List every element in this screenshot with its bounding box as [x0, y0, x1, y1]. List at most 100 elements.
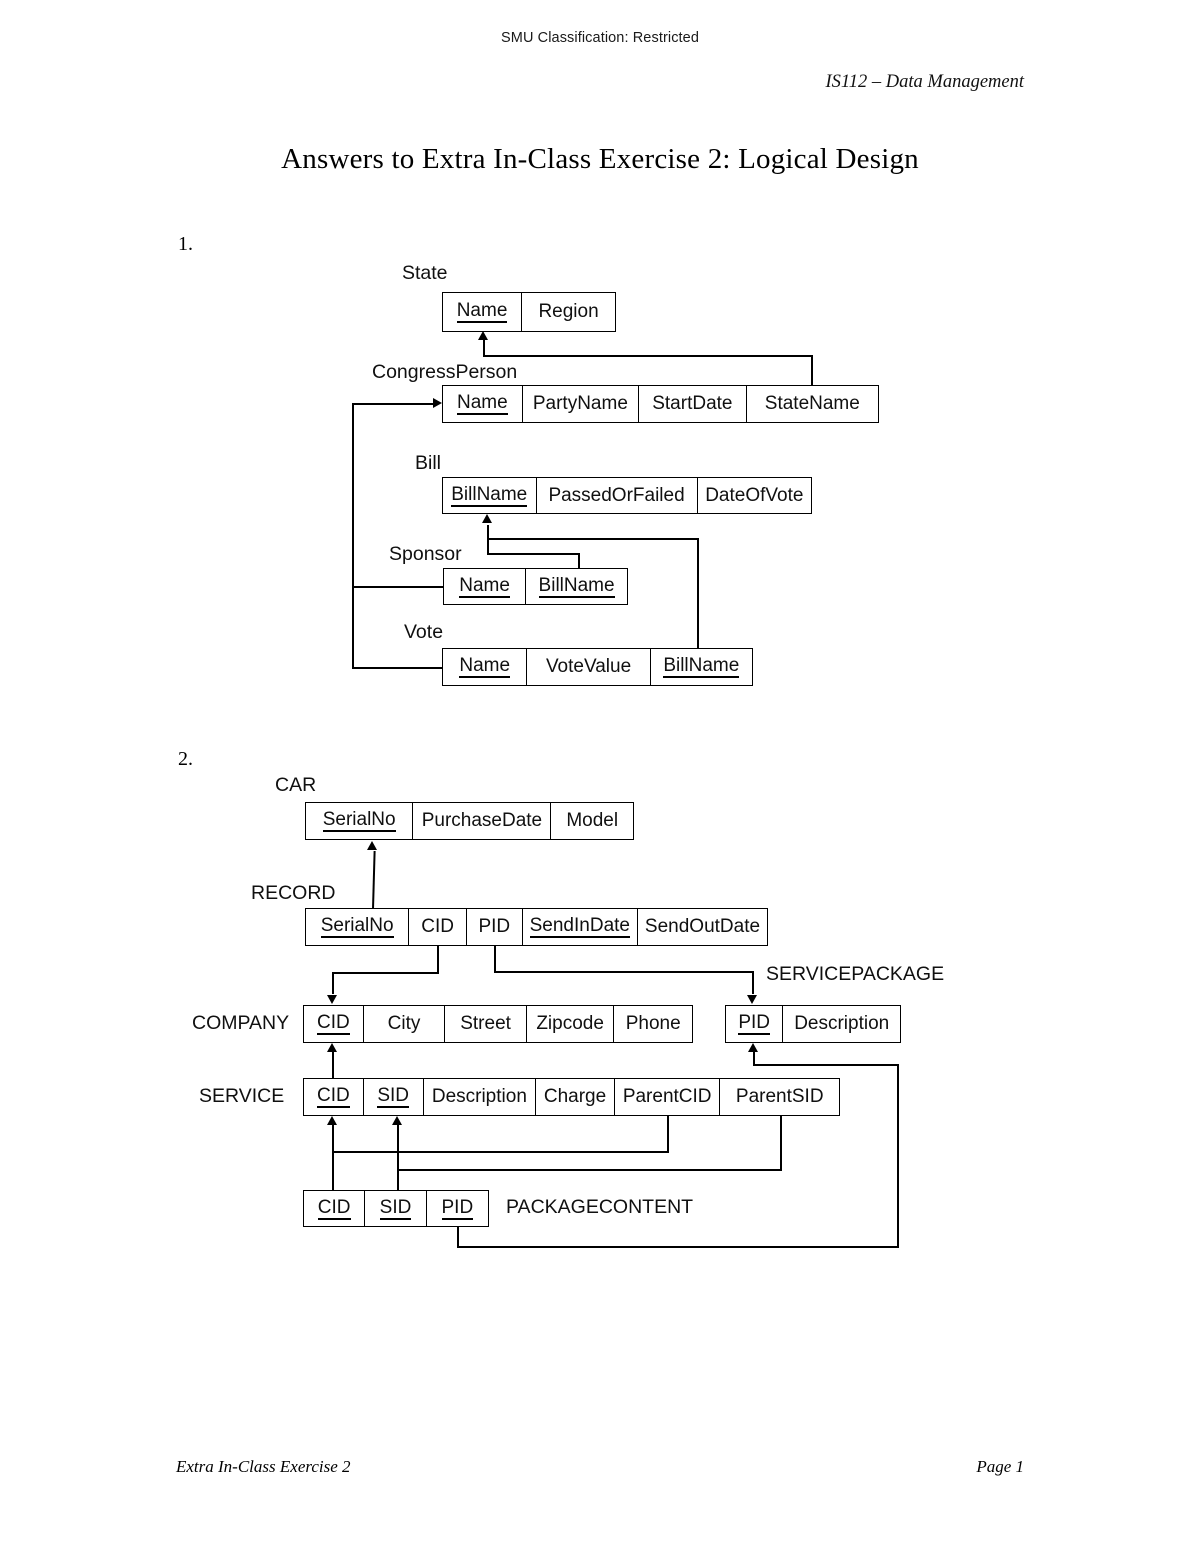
- relation-packagecontent: CID SID PID: [303, 1190, 489, 1227]
- fk-arrow-car-serialno: [367, 841, 377, 850]
- relation-label-company: COMPANY: [192, 1012, 290, 1034]
- attr-state-region: Region: [538, 301, 599, 322]
- fk-arrow-service-cid: [327, 1116, 337, 1125]
- attr-car-purchasedate: PurchaseDate: [413, 803, 552, 839]
- relation-label-record: RECORD: [251, 882, 336, 904]
- attr-record-cid: CID: [409, 909, 467, 945]
- fk-wire-pc-pid-h1: [753, 1064, 899, 1066]
- fk-arrow-bill-billname-1: [482, 514, 492, 523]
- relation-label-service: SERVICE: [199, 1085, 285, 1107]
- attr-vote-votevalue: VoteValue: [527, 649, 651, 685]
- attr-cp-name: Name: [443, 386, 523, 422]
- attr-cp-startdate: StartDate: [639, 386, 747, 422]
- fk-wire-sponsor-bill-v1: [578, 553, 580, 569]
- relation-label-bill: Bill: [415, 452, 442, 474]
- attr-sponsor-billname: BillName: [538, 574, 615, 598]
- relation-service: CID SID Description Charge ParentCID Par…: [303, 1078, 840, 1116]
- course-header: IS112 – Data Management: [825, 72, 1025, 92]
- fk-arrow-servicepackage-pid-bottom: [748, 1043, 758, 1052]
- fk-wire-cpname-h-sponsor: [352, 586, 444, 588]
- fk-wire-statename-v1: [811, 355, 813, 386]
- fk-arrow-service-sid: [392, 1116, 402, 1125]
- attr-pc-sid: SID: [365, 1191, 427, 1226]
- relation-vote: Name VoteValue BillName: [442, 648, 753, 686]
- attr-vote-billname: BillName: [663, 655, 740, 678]
- fk-wire-pc-sid-v: [397, 1125, 399, 1191]
- relation-congressperson: Name PartyName StartDate StateName: [442, 385, 879, 423]
- attr-record-sendoutdate: SendOutDate: [644, 916, 761, 937]
- attr-vote-name: Name: [443, 649, 528, 685]
- attr-service-sid: SID: [364, 1079, 424, 1115]
- relation-label-car: CAR: [275, 774, 317, 796]
- fk-wire-record-cid-h: [332, 972, 439, 974]
- fk-wire-record-pid-v1: [494, 946, 496, 972]
- question-number-2: 2.: [178, 748, 193, 770]
- question-number-1: 1.: [178, 233, 193, 255]
- fk-wire-pc-pid-v2: [897, 1064, 899, 1247]
- relation-label-congressperson: CongressPerson: [372, 361, 518, 383]
- relation-label-packagecontent: PACKAGECONTENT: [506, 1196, 694, 1218]
- fk-wire-parentsid-h: [397, 1169, 782, 1171]
- relation-servicepackage: PID Description: [725, 1005, 901, 1043]
- relation-car: SerialNo PurchaseDate Model: [305, 802, 634, 840]
- fk-wire-record-pid-h: [494, 971, 753, 973]
- fk-wire-cpname-v: [352, 403, 354, 668]
- attr-record-serialno: SerialNo: [306, 909, 410, 945]
- fk-wire-parentcid-v1: [667, 1116, 669, 1152]
- attr-pc-cid: CID: [304, 1191, 366, 1226]
- relation-label-servicepackage: SERVICEPACKAGE: [766, 963, 945, 985]
- classification-banner: SMU Classification: Restricted: [501, 30, 699, 46]
- fk-wire-pc-cid-v: [332, 1125, 334, 1191]
- fk-wire-vote-bill-v1: [697, 538, 699, 649]
- attr-cp-partyname: PartyName: [523, 386, 640, 422]
- attr-service-description: Description: [424, 1079, 537, 1115]
- attr-record-sendindate: SendInDate: [523, 909, 638, 945]
- attr-bill-billname: BillName: [443, 478, 537, 513]
- fk-wire-cpname-h-top: [352, 403, 434, 405]
- relation-state: Name Region: [442, 292, 616, 332]
- fk-wire-statename-v2: [483, 340, 485, 356]
- attr-bill-passedorfailed: PassedOrFailed: [537, 478, 698, 513]
- attr-service-charge: Charge: [536, 1079, 615, 1115]
- attr-company-cid: CID: [304, 1006, 364, 1042]
- attr-car-serialno: SerialNo: [306, 803, 414, 839]
- fk-wire-pc-pid-v1: [753, 1052, 755, 1065]
- fk-arrow-servicepackage-pid-top: [747, 995, 757, 1004]
- fk-wire-parentcid-h: [332, 1151, 669, 1153]
- attr-company-city: City: [364, 1006, 446, 1042]
- fk-wire-sponsor-bill-h: [487, 553, 580, 555]
- relation-sponsor: Name BillName: [443, 568, 628, 605]
- attr-sp-pid: PID: [726, 1006, 784, 1042]
- relation-bill: BillName PassedOrFailed DateOfVote: [442, 477, 812, 514]
- attr-cp-statename: StateName: [764, 393, 860, 414]
- page-footer: Extra In-Class Exercise 2 Page 1: [176, 1457, 1024, 1481]
- attr-bill-dateofvote: DateOfVote: [705, 484, 804, 506]
- fk-wire-pc-pid-v3: [457, 1226, 459, 1247]
- attr-service-parentcid: ParentCID: [615, 1079, 721, 1115]
- attr-company-zipcode: Zipcode: [527, 1006, 615, 1042]
- relation-record: SerialNo CID PID SendInDate SendOutDate: [305, 908, 768, 946]
- page-title: Answers to Extra In-Class Exercise 2: Lo…: [281, 143, 919, 175]
- fk-wire-parentsid-v1: [780, 1116, 782, 1170]
- fk-arrow-state-name: [478, 331, 488, 340]
- attr-sponsor-name: Name: [444, 569, 527, 604]
- fk-wire-record-car: [372, 851, 376, 910]
- footer-document-name: Extra In-Class Exercise 2: [176, 1457, 351, 1476]
- fk-wire-record-cid-v2: [332, 972, 334, 994]
- fk-wire-cpname-h-vote: [352, 667, 443, 669]
- fk-wire-record-cid-v1: [437, 946, 439, 973]
- fk-arrow-company-cid-bottom: [327, 1043, 337, 1052]
- attr-car-model: Model: [566, 810, 619, 831]
- attr-state-name: Name: [443, 293, 523, 331]
- attr-company-phone: Phone: [625, 1013, 681, 1034]
- relation-label-state: State: [402, 262, 448, 284]
- attr-record-pid: PID: [467, 909, 523, 945]
- relation-label-sponsor: Sponsor: [389, 543, 462, 565]
- fk-wire-record-pid-v2: [752, 971, 754, 994]
- relation-company: CID City Street Zipcode Phone: [303, 1005, 693, 1043]
- fk-wire-service-company-cid: [332, 1052, 334, 1079]
- fk-wire-pc-pid-h2: [457, 1246, 899, 1248]
- fk-wire-statename-h: [483, 355, 813, 357]
- fk-arrow-congressperson-name: [433, 398, 442, 408]
